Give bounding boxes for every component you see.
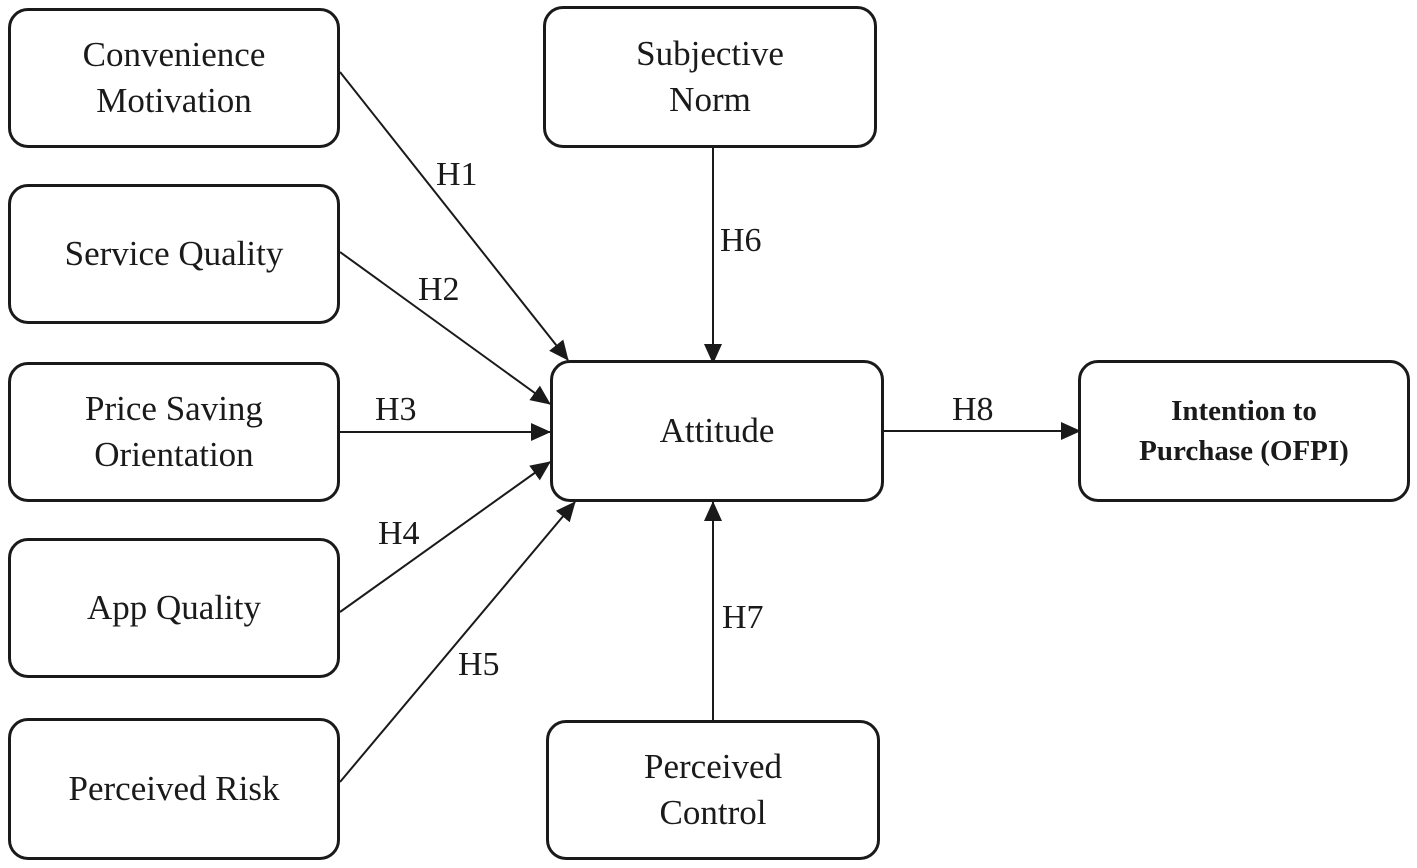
label-h6: H6 bbox=[720, 222, 762, 259]
label-h3: H3 bbox=[375, 391, 417, 428]
node-service-quality: Service Quality bbox=[8, 184, 340, 324]
label-h7: H7 bbox=[722, 599, 764, 636]
arrow-h5 bbox=[339, 501, 576, 783]
arrow-h4 bbox=[339, 461, 551, 613]
node-convenience-motivation: Convenience Motivation bbox=[8, 8, 340, 148]
node-subjective-norm: Subjective Norm bbox=[543, 6, 877, 148]
label-h4: H4 bbox=[378, 515, 420, 552]
label-h1: H1 bbox=[436, 156, 478, 193]
label-h2: H2 bbox=[418, 271, 460, 308]
arrow-h1 bbox=[339, 71, 569, 361]
label-h5: H5 bbox=[458, 646, 500, 683]
node-price-saving-orientation: Price Saving Orientation bbox=[8, 362, 340, 502]
node-perceived-risk: Perceived Risk bbox=[8, 718, 340, 860]
node-attitude: Attitude bbox=[550, 360, 884, 502]
node-perceived-control: Perceived Control bbox=[546, 720, 880, 860]
arrow-h2 bbox=[339, 251, 551, 405]
node-intention-to-purchase: Intention to Purchase (OFPI) bbox=[1078, 360, 1410, 502]
node-app-quality: App Quality bbox=[8, 538, 340, 678]
label-h8: H8 bbox=[952, 391, 994, 428]
